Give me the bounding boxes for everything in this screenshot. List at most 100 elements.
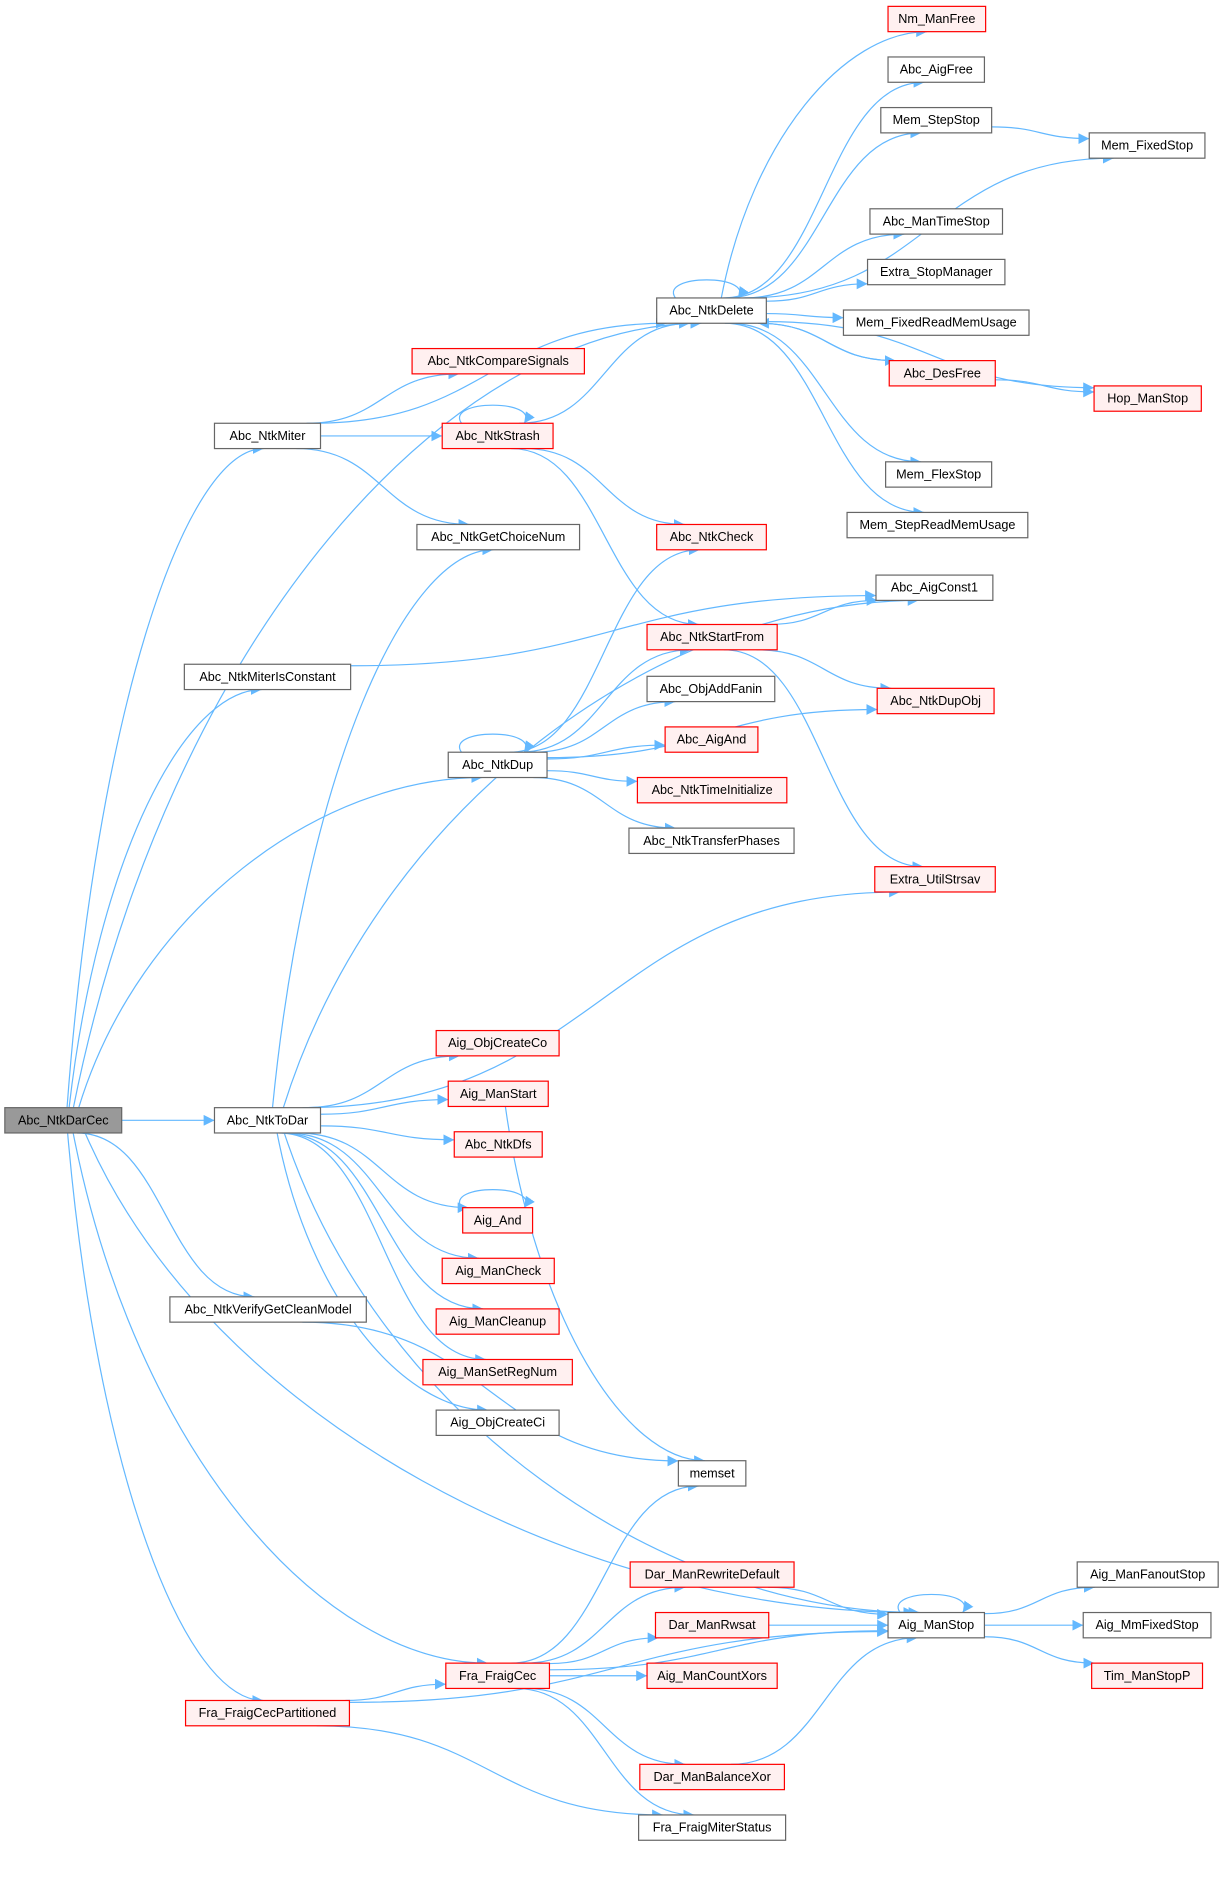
edge-abc-ntkdarcec-to-abc-ntkverifygetcleanmodel bbox=[76, 1132, 255, 1303]
node-aig-manstop[interactable]: Aig_ManStop bbox=[887, 1611, 986, 1639]
node-aig-manstart[interactable]: Aig_ManStart bbox=[447, 1080, 549, 1108]
node-abc-mantimestop[interactable]: Abc_ManTimeStop bbox=[869, 208, 1004, 235]
node-aig-objcreateci[interactable]: Aig_ObjCreateCi bbox=[435, 1409, 560, 1437]
edge-abc-ntkstrash-to-abc-ntkstrash bbox=[458, 404, 535, 424]
node-abc-aigand[interactable]: Abc_AigAnd bbox=[664, 726, 759, 753]
node-hop-manstop[interactable]: Hop_ManStop bbox=[1093, 385, 1202, 412]
node-abc-aigfree[interactable]: Abc_AigFree bbox=[887, 56, 986, 83]
node-box bbox=[435, 1308, 560, 1335]
edge-abc-ntkdup-to-abc-aigand bbox=[547, 739, 666, 760]
edge-abc-ntkdup-to-abc-ntkcheck bbox=[509, 544, 700, 753]
node-abc-ntkgetchoicenum[interactable]: Abc_NtkGetChoiceNum bbox=[416, 523, 581, 551]
node-abc-ntkdarcec[interactable]: Abc_NtkDarCec bbox=[4, 1107, 123, 1134]
node-box bbox=[416, 523, 581, 551]
node-abc-ntkstartfrom[interactable]: Abc_NtkStartFrom bbox=[646, 623, 778, 651]
node-label: Abc_ManTimeStop bbox=[883, 214, 990, 228]
node-box bbox=[462, 1207, 534, 1234]
node-box bbox=[887, 5, 987, 33]
node-abc-ntkmiter[interactable]: Abc_NtkMiter bbox=[213, 422, 322, 450]
edge-abc-desfree-to-hop-manstop bbox=[995, 379, 1095, 398]
node-box bbox=[435, 1029, 560, 1057]
node-aig-manfanoutstop[interactable]: Aig_ManFanoutStop bbox=[1076, 1561, 1219, 1588]
node-label: Mem_FixedStop bbox=[1101, 139, 1193, 153]
node-dar-manrewritedefault[interactable]: Dar_ManRewriteDefault bbox=[629, 1561, 795, 1588]
node-aig-objcreateco[interactable]: Aig_ObjCreateCo bbox=[435, 1029, 560, 1057]
node-abc-ntkdfs[interactable]: Abc_NtkDfs bbox=[453, 1131, 543, 1158]
node-abc-ntktimeinitialize[interactable]: Abc_NtkTimeInitialize bbox=[636, 776, 788, 804]
edge-fra-fraigcec-to-memset bbox=[511, 1480, 699, 1664]
edge-abc-ntkstartfrom-to-extra-utilstrsav bbox=[723, 649, 924, 873]
node-abc-ntkdupobj[interactable]: Abc_NtkDupObj bbox=[876, 687, 995, 715]
node-label: Tim_ManStopP bbox=[1104, 1669, 1191, 1683]
node-label: Extra_UtilStrsav bbox=[890, 872, 981, 886]
node-box bbox=[646, 675, 776, 703]
edge-fra-fraigcec-to-fra-fraigmiterstatus bbox=[515, 1687, 695, 1821]
node-abc-ntkdup[interactable]: Abc_NtkDup bbox=[447, 751, 548, 779]
node-aig-mancleanup[interactable]: Aig_ManCleanup bbox=[435, 1308, 560, 1335]
node-mem-fixedreadmemusage[interactable]: Mem_FixedReadMemUsage bbox=[842, 309, 1030, 336]
node-label: Fra_FraigMiterStatus bbox=[653, 1821, 772, 1835]
node-abc-ntkmiterisconstant[interactable]: Abc_NtkMiterIsConstant bbox=[183, 663, 352, 691]
edge-dar-manbalancexor-to-aig-manstop bbox=[730, 1632, 918, 1765]
node-memset[interactable]: memset bbox=[677, 1460, 747, 1487]
node-aig-and[interactable]: Aig_And bbox=[462, 1207, 534, 1234]
node-abc-objaddfanin[interactable]: Abc_ObjAddFanin bbox=[646, 675, 776, 703]
edge-abc-ntkdup-to-abc-ntkdup bbox=[458, 733, 535, 753]
node-aig-mancheck[interactable]: Aig_ManCheck bbox=[441, 1257, 555, 1285]
edge-fra-fraigcecpartitioned-to-fra-fraigcec bbox=[345, 1678, 446, 1702]
edge-abc-ntktodar-to-extra-utilstrsav bbox=[302, 886, 900, 1109]
node-mem-stepreadmemusage[interactable]: Mem_StepReadMemUsage bbox=[846, 511, 1029, 539]
node-box bbox=[1082, 1611, 1212, 1639]
node-label: Abc_AigConst1 bbox=[891, 581, 978, 595]
node-nm-manfree[interactable]: Nm_ManFree bbox=[887, 5, 987, 33]
node-box bbox=[453, 1131, 543, 1158]
node-box bbox=[1088, 132, 1206, 159]
node-extra-stopmanager[interactable]: Extra_StopManager bbox=[866, 258, 1006, 286]
node-abc-ntkverifygetcleanmodel[interactable]: Abc_NtkVerifyGetCleanModel bbox=[169, 1296, 367, 1323]
node-mem-flexstop[interactable]: Mem_FlexStop bbox=[885, 461, 993, 488]
node-abc-desfree[interactable]: Abc_DesFree bbox=[888, 360, 996, 387]
node-label: Extra_StopManager bbox=[880, 265, 992, 279]
node-abc-ntktransferphases[interactable]: Abc_NtkTransferPhases bbox=[628, 827, 795, 855]
node-fra-fraigmiterstatus[interactable]: Fra_FraigMiterStatus bbox=[638, 1814, 787, 1841]
node-abc-ntktodar[interactable]: Abc_NtkToDar bbox=[213, 1107, 322, 1134]
node-box bbox=[639, 1763, 786, 1791]
node-label: Mem_StepReadMemUsage bbox=[859, 518, 1015, 532]
node-label: Aig_ManStop bbox=[898, 1618, 974, 1632]
node-fra-fraigcecpartitioned[interactable]: Fra_FraigCecPartitioned bbox=[184, 1699, 351, 1727]
edge-abc-ntkdelete-to-abc-ntkdelete bbox=[672, 279, 749, 299]
node-tim-manstopp[interactable]: Tim_ManStopP bbox=[1091, 1662, 1204, 1690]
node-aig-mmfixedstop[interactable]: Aig_MmFixedStop bbox=[1082, 1611, 1212, 1639]
edge-abc-ntkdelete-to-mem-fixedreadmemusage bbox=[766, 312, 844, 324]
node-label: Abc_NtkCheck bbox=[670, 530, 754, 544]
node-label: Fra_FraigCec bbox=[459, 1669, 536, 1683]
node-mem-stepstop[interactable]: Mem_StepStop bbox=[880, 106, 993, 134]
node-box bbox=[447, 1080, 549, 1108]
edge-aig-manstop-to-aig-manstop bbox=[897, 1593, 974, 1613]
node-abc-aigconst1[interactable]: Abc_AigConst1 bbox=[875, 574, 994, 601]
edge-fra-fraigcecpartitioned-to-fra-fraigmiterstatus bbox=[316, 1725, 663, 1821]
node-fra-fraigcec[interactable]: Fra_FraigCec bbox=[445, 1662, 551, 1690]
node-abc-ntkstrash[interactable]: Abc_NtkStrash bbox=[441, 422, 554, 450]
edge-aig-manstop-to-aig-manfanoutstop bbox=[984, 1581, 1095, 1615]
node-extra-utilstrsav[interactable]: Extra_UtilStrsav bbox=[874, 866, 996, 893]
node-label: Abc_NtkMiterIsConstant bbox=[199, 670, 336, 684]
node-label: Abc_ObjAddFanin bbox=[660, 682, 763, 696]
node-box bbox=[636, 776, 788, 804]
edge-abc-ntkdarcec-to-fra-fraigcecpartitioned bbox=[67, 1132, 264, 1706]
node-label: Mem_FlexStop bbox=[896, 467, 981, 481]
node-label: Dar_ManRewriteDefault bbox=[645, 1568, 780, 1582]
node-abc-ntkdelete[interactable]: Abc_NtkDelete bbox=[656, 297, 767, 324]
node-label: Aig_ManCleanup bbox=[449, 1315, 546, 1329]
node-label: Aig_ObjCreateCo bbox=[448, 1036, 547, 1050]
node-mem-fixedstop[interactable]: Mem_FixedStop bbox=[1088, 132, 1206, 159]
node-abc-ntkcheck[interactable]: Abc_NtkCheck bbox=[656, 523, 767, 551]
node-aig-mansetregnum[interactable]: Aig_ManSetRegNum bbox=[422, 1358, 573, 1386]
node-aig-mancountxors[interactable]: Aig_ManCountXors bbox=[646, 1662, 778, 1690]
node-dar-manrwsat[interactable]: Dar_ManRwsat bbox=[654, 1611, 770, 1639]
node-dar-manbalancexor[interactable]: Dar_ManBalanceXor bbox=[639, 1763, 786, 1791]
edge-abc-ntkverifygetcleanmodel-to-memset bbox=[302, 1321, 679, 1467]
node-box bbox=[213, 1107, 322, 1134]
node-abc-ntkcomparesignals[interactable]: Abc_NtkCompareSignals bbox=[411, 347, 585, 375]
